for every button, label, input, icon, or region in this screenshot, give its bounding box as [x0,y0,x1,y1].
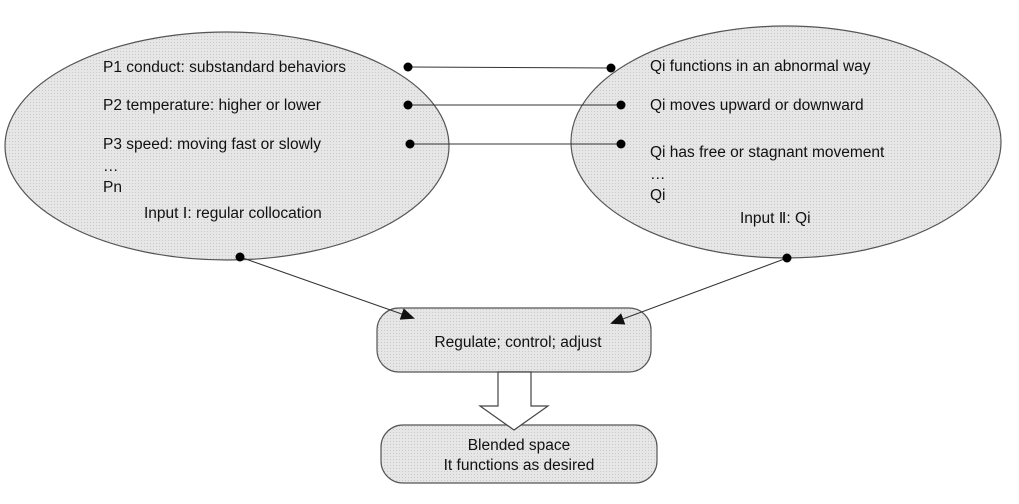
dot-p2 [403,100,413,110]
input2-caption: Input Ⅱ: Qi [740,210,811,227]
connector-dots [235,62,792,263]
dot-input1-bottom [235,252,245,262]
input2-line-qi1: Qi functions in an abnormal way [650,58,871,75]
input2-ellipsis: … [650,166,666,183]
connector-p1-qi1 [407,66,612,69]
input2-line-qi: Qi [650,187,666,204]
input1-line-p1: P1 conduct: substandard behaviors [103,59,346,76]
dot-qi3 [616,139,626,149]
blend-subtitle: It functions as desired [444,457,595,474]
input2-line-qi3: Qi has free or stagnant movement [650,144,885,161]
input1-caption: Input Ⅰ: regular collocation [144,205,322,222]
input1-line-pn: Pn [103,179,122,196]
input1-space [4,31,450,261]
dot-p3 [405,139,415,149]
dot-p1 [403,62,413,72]
connector-input1-generic [239,256,415,320]
blended-space [380,424,658,484]
input2-line-qi2: Qi moves upward or downward [650,97,864,114]
blend-title: Blended space [468,437,571,454]
dot-qi2 [616,100,626,110]
connector-input2-generic [610,257,788,325]
dot-qi1 [606,63,616,73]
blend-down-arrow [478,371,550,431]
input1-line-p2: P2 temperature: higher or lower [103,97,321,114]
input1-line-p3: P3 speed: moving fast or slowly [103,136,321,153]
input1-ellipsis: … [103,158,119,175]
dot-input2-bottom [782,253,792,263]
generic-label: Regulate; control; adjust [434,334,602,351]
mapping-connectors [239,66,788,325]
input1-text: P1 conduct: substandard behaviors P2 tem… [103,59,346,222]
input2-text: Qi functions in an abnormal way Qi moves… [650,58,885,227]
